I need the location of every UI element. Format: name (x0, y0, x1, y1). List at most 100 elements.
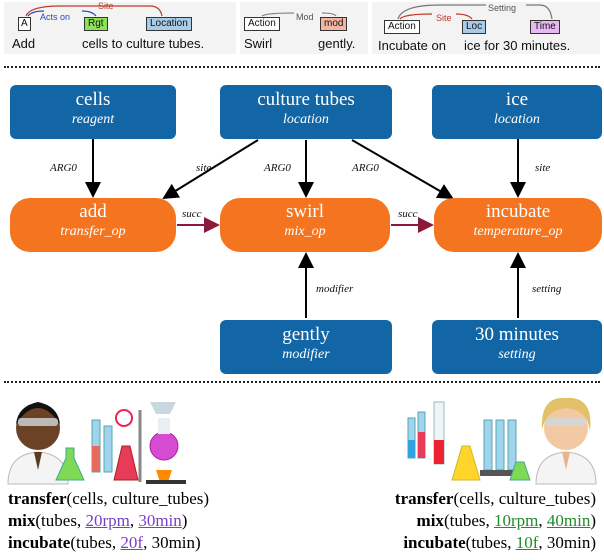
edge-label-succ-2: succ (398, 208, 418, 220)
node-ice: ice location (432, 85, 602, 139)
node-30-minutes-title: 30 minutes (475, 324, 559, 345)
edge-label-modifier: modifier (316, 283, 354, 295)
program-right-line-1: transfer(cells, culture_tubes) (395, 488, 596, 510)
node-incubate-subtitle: temperature_op (473, 224, 563, 239)
arc-site-3-line (399, 13, 473, 20)
program-left-line-2: mix(tubes, 20rpm, 30min) (8, 510, 209, 532)
node-cells: cells reagent (10, 85, 176, 139)
ann-token-ice: ice for 30 minutes. (464, 38, 571, 53)
incubate-right-temp: 10f (515, 533, 539, 552)
edge-label-site-add: site (196, 162, 212, 174)
ann-arc-mod: Mod (296, 12, 314, 22)
node-incubate: incubate temperature_op (434, 198, 602, 252)
ann-box-action: A (18, 17, 31, 31)
fn-mix-right: mix (416, 511, 444, 530)
incubate-left-pre: (tubes, (70, 533, 121, 552)
scientist-dark-icon (7, 402, 69, 485)
node-cells-subtitle: reagent (71, 112, 115, 127)
ann-token-rest: cells to culture tubes. (82, 36, 205, 51)
fn-transfer-right: transfer (394, 489, 454, 508)
mix-left-speed: 20rpm (85, 511, 130, 530)
program-right-line-3: incubate(tubes, 10f, 30min) (395, 532, 596, 554)
mix-right-duration: 40min (546, 511, 591, 530)
mix-left-pre: (tubes, (35, 511, 86, 530)
edge-label-arg0-swirl: ARG0 (264, 162, 291, 174)
incubate-left-temp: 20f (120, 533, 144, 552)
incubate-left-post: , 30min) (143, 533, 201, 552)
node-gently-title: gently (282, 324, 330, 345)
program-left-line-1: transfer(cells, culture_tubes) (8, 488, 209, 510)
separator-bottom (4, 381, 600, 383)
incubate-right-post: , 30min) (538, 533, 596, 552)
separator-top (4, 66, 600, 68)
node-incubate-title: incubate (485, 201, 551, 222)
ann-token-add: Add (12, 36, 36, 51)
ann-box-action-3: Action (384, 20, 420, 34)
edge-label-site-incubate: site (535, 162, 551, 174)
ann-token-incubate: Incubate on (378, 38, 446, 53)
incubate-right-pre: (tubes, (465, 533, 516, 552)
mix-left-duration: 30min (138, 511, 182, 530)
ann-box-mod: mod (320, 17, 348, 31)
node-swirl-subtitle: mix_op (284, 224, 326, 239)
lab-equipment-icon (91, 402, 186, 484)
edge-label-arg0-incubate: ARG0 (352, 162, 379, 174)
program-right: transfer(cells, culture_tubes) mix(tubes… (395, 488, 596, 554)
mix-right-speed: 10rpm (493, 511, 539, 530)
arc-setting-line (397, 4, 553, 20)
ann-box-time: Time (530, 20, 560, 34)
program-right-line-2: mix(tubes, 10rpm, 40min) (395, 510, 596, 532)
node-gently-subtitle: modifier (282, 347, 330, 362)
args-transfer-right: (cells, culture_tubes) (453, 489, 596, 508)
node-cells-title: cells (75, 89, 111, 110)
edge-label-succ-1: succ (182, 208, 202, 220)
node-culture-tubes-title: culture tubes (257, 89, 355, 110)
node-culture-tubes-subtitle: location (283, 112, 329, 127)
annotation-arcs (25, 4, 553, 20)
edge-tubes-incubate (351, 139, 454, 200)
program-left-line-3: incubate(tubes, 20f, 30min) (8, 532, 209, 554)
ann-token-gently: gently. (318, 36, 356, 51)
fn-transfer-left: transfer (8, 489, 67, 508)
mix-right-pre: (tubes, (443, 511, 494, 530)
fn-incubate-right: incubate (403, 533, 466, 552)
lab-equipment-right-icon (407, 401, 531, 481)
node-30-minutes-subtitle: setting (498, 347, 536, 362)
arc-site-line (25, 5, 163, 17)
program-left: transfer(cells, culture_tubes) mix(tubes… (8, 488, 209, 554)
ann-arc-site-3: Site (436, 13, 452, 23)
flask-green-icon (55, 447, 85, 481)
arc-mod-line (261, 12, 337, 17)
edge-label-setting: setting (532, 283, 562, 295)
node-add: add transfer_op (10, 198, 176, 252)
arc-acts-on-line (27, 10, 97, 17)
fn-incubate-left: incubate (8, 533, 71, 552)
ann-box-loc: Loc (462, 20, 487, 34)
mix-left-mid: , (129, 511, 139, 530)
ann-arc-setting: Setting (488, 3, 517, 13)
node-swirl-title: swirl (286, 201, 324, 222)
node-add-subtitle: transfer_op (60, 224, 126, 239)
args-transfer-left: (cells, culture_tubes) (66, 489, 210, 508)
edge-label-arg0-cells: ARG0 (50, 162, 77, 174)
scientist-light-icon (535, 397, 597, 485)
ann-box-action-2: Action (244, 17, 280, 31)
node-gently: gently modifier (220, 320, 392, 374)
mix-right-post: ) (590, 511, 596, 530)
ann-token-swirl: Swirl (244, 36, 273, 51)
node-ice-title: ice (505, 89, 529, 110)
edge-tubes-add (162, 139, 259, 200)
mix-right-mid: , (538, 511, 547, 530)
ann-box-location: Location (146, 17, 192, 31)
fn-mix-left: mix (8, 511, 36, 530)
ann-arc-acts-on: Acts on (40, 12, 71, 22)
node-swirl: swirl mix_op (220, 198, 390, 252)
node-ice-subtitle: location (494, 112, 540, 127)
node-culture-tubes: culture tubes location (220, 85, 392, 139)
mix-left-post: ) (181, 511, 188, 530)
ann-box-reagent: Rgt (84, 17, 108, 31)
node-30-minutes: 30 minutes setting (432, 320, 602, 374)
node-add-title: add (79, 201, 107, 222)
